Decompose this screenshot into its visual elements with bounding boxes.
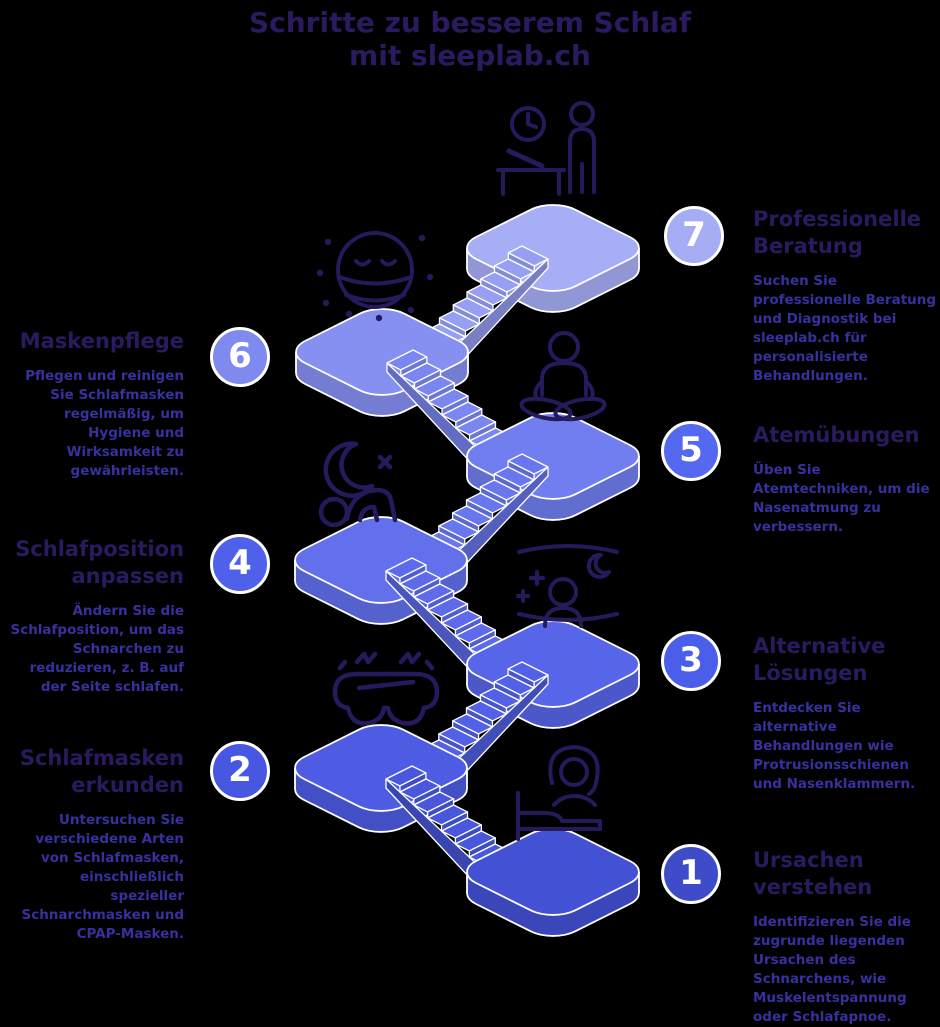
step-description: Untersuchen Sie verschiedene Arten von S… (21, 812, 184, 942)
page-title-line2: mit sleeplab.ch (349, 39, 591, 72)
sleep-mask-icon (332, 651, 440, 726)
step-number: 6 (228, 336, 252, 376)
step-description: Üben Sie Atemtechniken, um die Nasenatmu… (753, 462, 930, 535)
step-description: Suchen Sie professionelle Beratung und D… (753, 273, 937, 384)
step-description: Identifizieren Sie die zugrunde liegende… (753, 914, 911, 1025)
step-6-number-badge: 6 (210, 327, 270, 387)
side-sleeping-icon (318, 441, 398, 528)
step-title: Professionelle Beratung (753, 207, 922, 258)
step-title: Schlafmasken erkunden (19, 746, 184, 797)
step-description: Ändern Sie die Schlafposition, um das Sc… (10, 603, 184, 695)
step-number: 3 (679, 640, 703, 680)
step-4-number-badge: 4 (210, 534, 270, 594)
step-number: 2 (228, 750, 252, 790)
step-number: 5 (679, 430, 703, 470)
page-title: Schritte zu besserem Schlaf mit sleeplab… (0, 6, 940, 72)
step-title: Schlafposition anpassen (15, 537, 184, 588)
meditation-icon (519, 331, 607, 422)
step-title: Alternative Lösungen (753, 634, 886, 685)
step-7-number-badge: 7 (664, 206, 724, 266)
step-title: Ursachen verstehen (753, 848, 873, 899)
step-2-number-badge: 2 (210, 741, 270, 801)
step-number: 7 (682, 215, 706, 255)
step-3-number-badge: 3 (661, 631, 721, 691)
night-sky-icon (516, 544, 619, 628)
page-title-line1: Schritte zu besserem Schlaf (248, 6, 692, 39)
consultation-icon (496, 101, 596, 196)
step-1-number-badge: 1 (661, 844, 721, 904)
masked-face-icon (316, 231, 434, 322)
staircase-platforms (282, 199, 652, 943)
step-description: Entdecken Sie alternative Behandlungen w… (753, 700, 916, 792)
step-title: Maskenpflege (19, 329, 184, 353)
step-number: 1 (679, 853, 703, 893)
person-in-bed-icon (516, 745, 602, 841)
step-title: Atemübungen (753, 423, 920, 447)
step-5-number-badge: 5 (661, 421, 721, 481)
step-description: Pflegen und reinigen Sie Schlafmasken re… (25, 368, 184, 479)
step-number: 4 (228, 543, 252, 583)
